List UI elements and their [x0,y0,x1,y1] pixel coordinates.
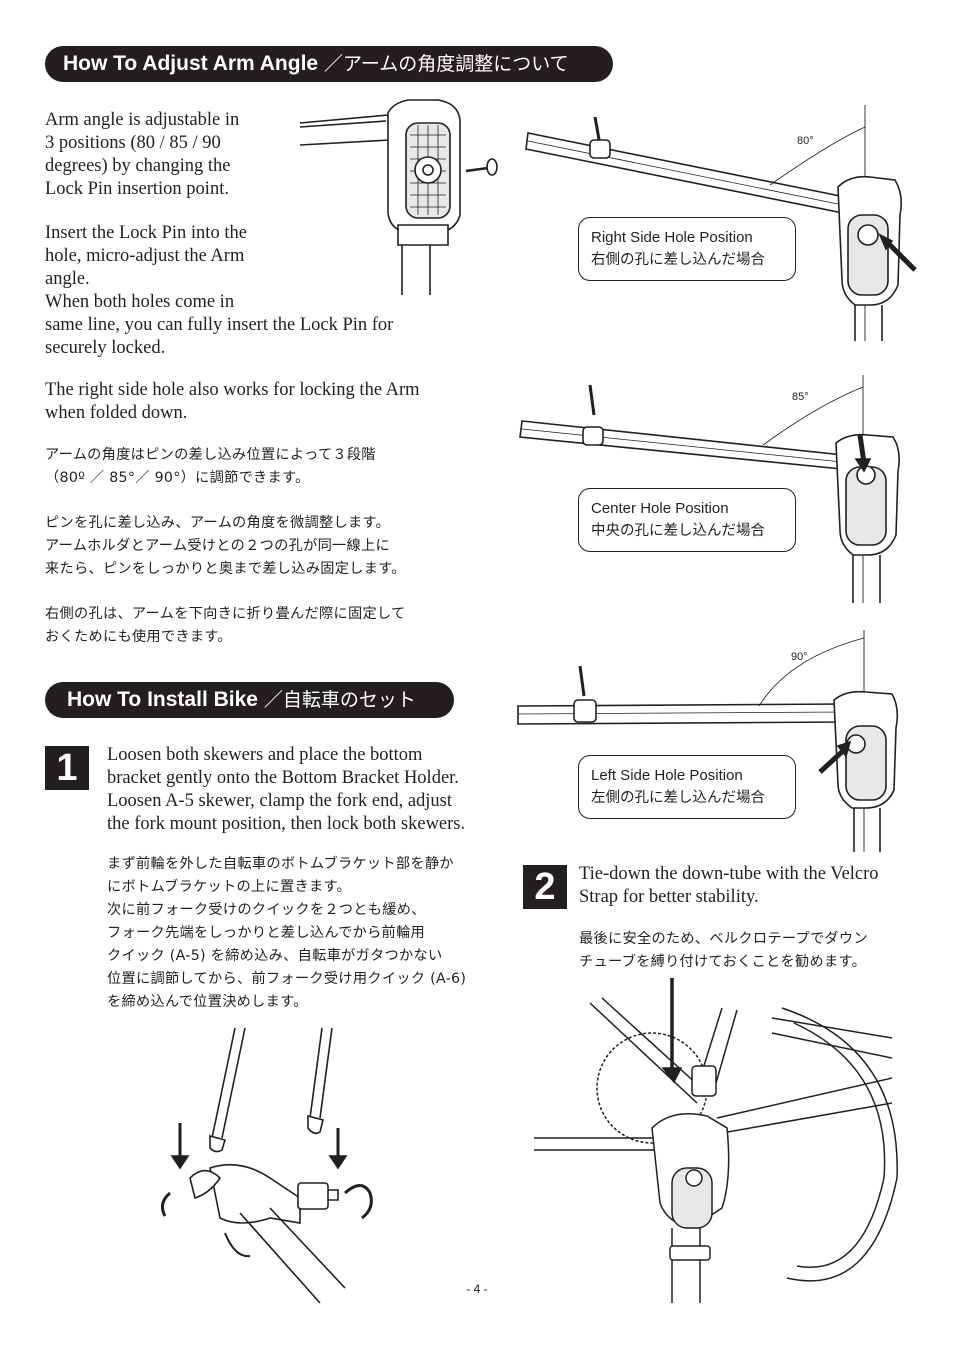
text-line: チューブを縛り付けておくことを勧めます。 [579,954,867,970]
text-line: degrees) by changing the [45,156,231,176]
text-line: securely locked. [45,338,166,358]
text-line: ピンを孔に差し込み、アームの角度を微調整します。 [45,515,391,531]
step-2-badge: 2 [523,865,567,909]
text-line: クイック (A-5) を締め込み、自転車がガタつかない [107,948,443,964]
text-line: アームホルダとアーム受けとの２つの孔が同一線上に [45,538,391,554]
text-line: same line, you can fully insert the Lock… [45,315,394,335]
text-line: Arm angle is adjustable in [45,110,240,130]
angle-label-90: 90° [791,651,808,663]
text-line: 次に前フォーク受けのクイックを２つとも緩め、 [107,902,426,918]
fork-mount-illustration [160,1027,373,1304]
callout-label-en: Left Side Hole Position [591,767,743,784]
step-1-text-jp: まず前輪を外した自転車のボトムブラケット部を静か にボトムブラケットの上に置きま… [107,853,466,1014]
text-line: 来たら、ピンをしっかりと奥まで差し込み固定します。 [45,561,406,577]
callout-label-jp: 中央の孔に差し込んだ場合 [591,523,765,539]
step-2-text-jp: 最後に安全のため、ベルクロテープでダウン チューブを縛り付けておくことを勧めます… [579,928,868,974]
text-line: フォーク先端をしっかりと差し込んでから前輪用 [107,925,426,941]
text-line: アームの角度はピンの差し込み位置によって３段階 [45,447,376,463]
text-line: hole, micro-adjust the Arm [45,246,245,266]
page-number: - 4 - [466,1282,488,1296]
text-line: おくためにも使用できます。 [45,629,232,645]
step-1-text-en: Loosen both skewers and place the bottom… [107,744,465,836]
arm-angle-text-jp-3: 右側の孔は、アームを下向きに折り畳んだ際に固定して おくためにも使用できます。 [45,603,406,649]
callout-center-hole: Center Hole Position 中央の孔に差し込んだ場合 [578,488,796,552]
text-line: 右側の孔は、アームを下向きに折り畳んだ際に固定して [45,606,406,622]
arm-85-diagram [519,375,900,603]
text-line: Lock Pin insertion point. [45,179,229,199]
text-line: 最後に安全のため、ベルクロテープでダウン [579,931,868,947]
text-line: Loosen A-5 skewer, clamp the fork end, a… [107,791,453,811]
lock-pin-illustration [299,99,498,295]
arm-angle-text-en-2: Insert the Lock Pin into the hole, micro… [45,222,393,360]
callout-label-jp: 左側の孔に差し込んだ場合 [591,790,765,806]
text-line: Loosen both skewers and place the bottom [107,745,423,765]
text-line: angle. [45,269,90,289]
section-title-en: How To Adjust Arm Angle [63,52,319,75]
text-line: Strap for better stability. [579,887,759,907]
arm-angle-text-en-3: The right side hole also works for locki… [45,379,420,425]
text-line: （80º ／ 85°／ 90°）に調節できます。 [45,470,310,486]
text-line: 位置に調節してから、前フォーク受け用クイック (A-6) [107,971,467,987]
text-line: 3 positions (80 / 85 / 90 [45,133,221,153]
callout-left-side-hole: Left Side Hole Position 左側の孔に差し込んだ場合 [578,755,796,819]
text-line: を締め込んで位置決めします。 [107,994,308,1010]
text-line: When both holes come in [45,292,235,312]
callout-label-en: Right Side Hole Position [591,229,753,246]
arm-80-diagram [525,105,917,341]
text-line: Insert the Lock Pin into the [45,223,247,243]
angle-label-80: 80° [797,135,814,147]
callout-label-en: Center Hole Position [591,500,729,517]
step-1-badge: 1 [45,746,89,790]
arm-angle-text-en-1: Arm angle is adjustable in 3 positions (… [45,109,239,201]
arm-angle-text-jp-1: アームの角度はピンの差し込み位置によって３段階 （80º ／ 85°／ 90°）… [45,444,376,490]
text-line: bracket gently onto the Bottom Bracket H… [107,768,459,788]
section-title-en: How To Install Bike [67,688,258,711]
callout-right-side-hole: Right Side Hole Position 右側の孔に差し込んだ場合 [578,217,796,281]
section-title-install-bike: How To Install Bike ／自転車のセット [45,682,454,718]
callout-label-jp: 右側の孔に差し込んだ場合 [591,252,765,268]
text-line: when folded down. [45,403,188,423]
arm-90-diagram [517,630,899,852]
arm-angle-text-jp-2: ピンを孔に差し込み、アームの角度を微調整します。 アームホルダとアーム受けとの２… [45,512,406,581]
angle-label-85: 85° [792,391,809,403]
text-line: The right side hole also works for locki… [45,380,420,400]
text-line: にボトムブラケットの上に置きます。 [107,879,352,895]
step-2-text-en: Tie-down the down-tube with the Velcro S… [579,863,879,909]
section-title-jp: ／アームの角度調整について [323,54,569,75]
bike-strap-illustration [534,978,898,1303]
text-line: the fork mount position, then lock both … [107,814,466,834]
text-line: まず前輪を外した自転車のボトムブラケット部を静か [107,856,454,872]
text-line: Tie-down the down-tube with the Velcro [579,864,879,884]
section-title-jp: ／自転車のセット [263,690,416,711]
section-title-adjust-arm: How To Adjust Arm Angle ／アームの角度調整について [45,46,613,82]
